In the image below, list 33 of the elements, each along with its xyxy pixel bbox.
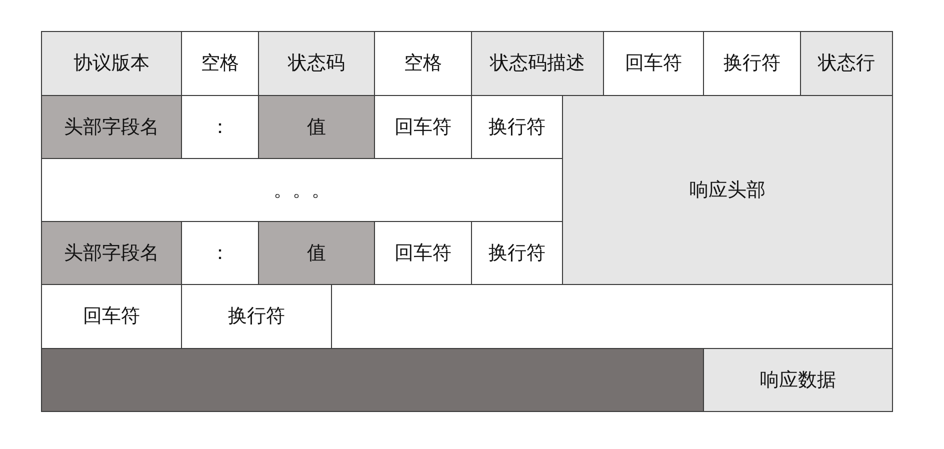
cell-text: 响应数据 — [760, 368, 836, 392]
cell-text: 。。。 — [274, 178, 330, 202]
cell-text: ： — [210, 116, 230, 138]
cell-text: 换行符 — [228, 305, 285, 328]
cell-text: 回车符 — [394, 116, 452, 138]
cell-text: ： — [210, 242, 230, 264]
table-cell — [41, 95, 182, 159]
cell-text: 状态码 — [288, 52, 345, 75]
cell-text: 换行符 — [488, 242, 546, 264]
cell-text: 状态码描述 — [490, 52, 585, 75]
cell-text: 协议版本 — [74, 52, 150, 75]
cell-text: 值 — [307, 116, 326, 138]
table-cell — [562, 95, 893, 285]
cell-text: 回车符 — [625, 52, 682, 75]
cell-text: 值 — [307, 242, 326, 264]
table-cell — [258, 95, 375, 159]
cell-text: 换行符 — [724, 52, 780, 75]
cell-text: 换行符 — [488, 116, 546, 138]
cell-text: 回车符 — [83, 305, 140, 328]
cell-text: 空格 — [404, 52, 442, 75]
table-cell — [41, 221, 182, 285]
cell-text: 回车符 — [394, 242, 452, 264]
table-cell — [258, 31, 375, 96]
cell-text: 空格 — [201, 52, 239, 75]
table-cell — [41, 31, 182, 96]
table-cell — [800, 31, 893, 96]
table-cell — [471, 31, 604, 96]
table-cell — [703, 348, 893, 412]
table-cell — [258, 221, 375, 285]
cell-text: 头部字段名 — [64, 116, 159, 138]
cell-text: 响应头部 — [690, 178, 766, 202]
cell-text: 头部字段名 — [64, 242, 159, 264]
cell-text: 状态行 — [818, 52, 875, 75]
